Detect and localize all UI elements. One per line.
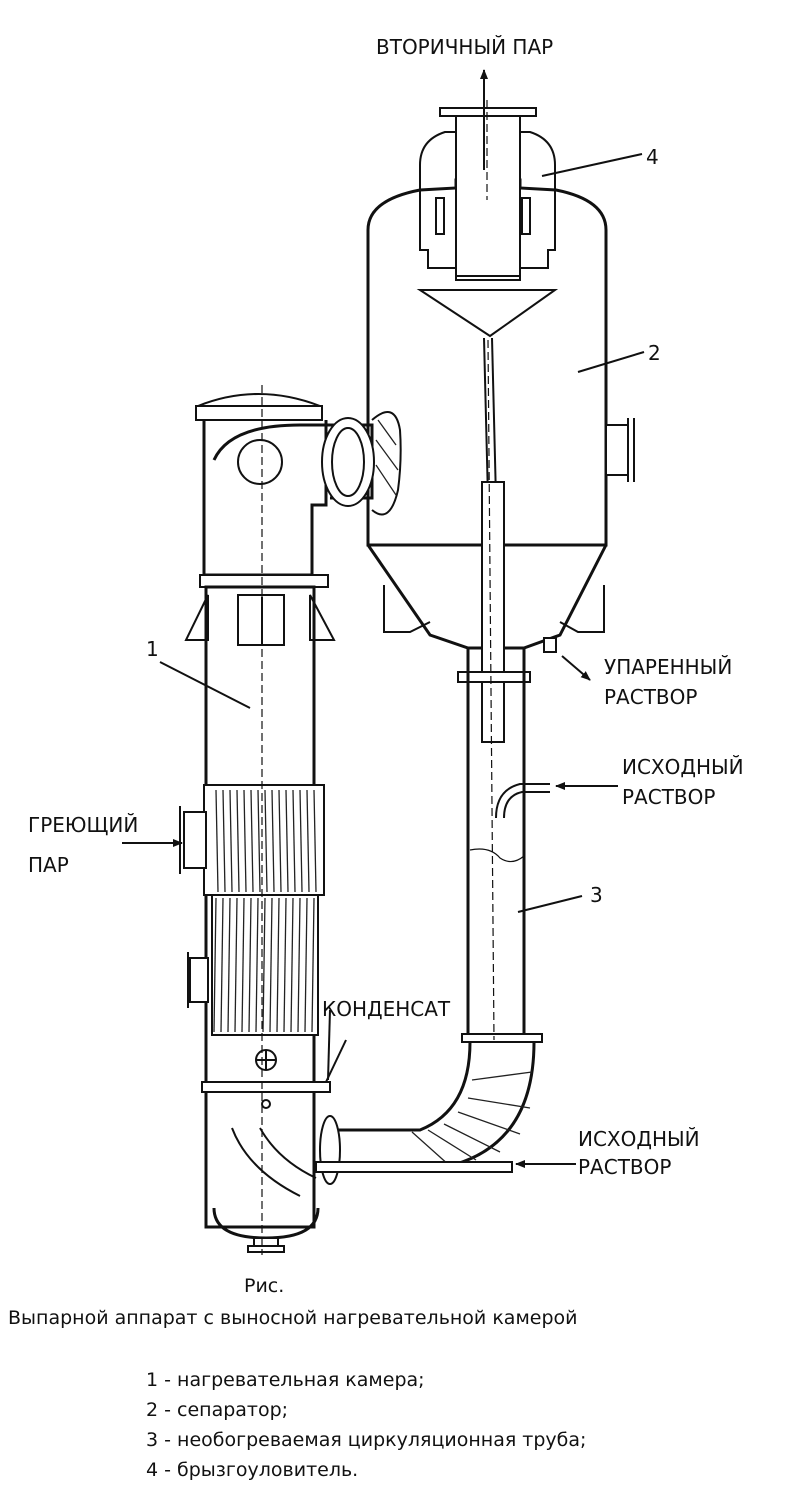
label-initial-solution-bottom-1: ИСХОДНЫЙ [578, 1127, 700, 1151]
legend-item-3: 3 - необогреваемая циркуляционная труба; [146, 1429, 586, 1451]
label-initial-solution-2: РАСТВОР [622, 785, 715, 809]
label-initial-solution-bottom-2: РАСТВОР [578, 1155, 671, 1179]
circulation-pipe [315, 648, 550, 1185]
label-condensate: КОНДЕНСАТ [322, 997, 451, 1021]
number-1: 1 [146, 637, 159, 661]
figure-title: Выпарной аппарат с выносной нагревательн… [8, 1307, 578, 1329]
legend-item-2: 2 - сепаратор; [146, 1399, 288, 1421]
label-initial-solution-1: ИСХОДНЫЙ [622, 755, 744, 779]
heating-chamber [179, 393, 402, 1253]
number-3: 3 [590, 883, 603, 907]
legend-item-4: 4 - брызгоуловитель. [146, 1459, 358, 1481]
evaporated-solution-arrow [561, 655, 591, 681]
label-secondary-steam: ВТОРИЧНЫЙ ПАР [376, 35, 553, 59]
number-2: 2 [648, 341, 661, 365]
label-evaporated-solution-2: РАСТВОР [604, 685, 697, 709]
number-4: 4 [646, 145, 659, 169]
label-evaporated-solution-1: УПАРЕННЫЙ [604, 655, 732, 679]
legend-item-1: 1 - нагревательная камера; [146, 1369, 425, 1391]
figure-label: Рис. [244, 1275, 284, 1297]
label-heating-steam-2: ПАР [28, 853, 69, 877]
label-heating-steam-1: ГРЕЮЩИЙ [28, 813, 138, 837]
demister [416, 107, 559, 743]
